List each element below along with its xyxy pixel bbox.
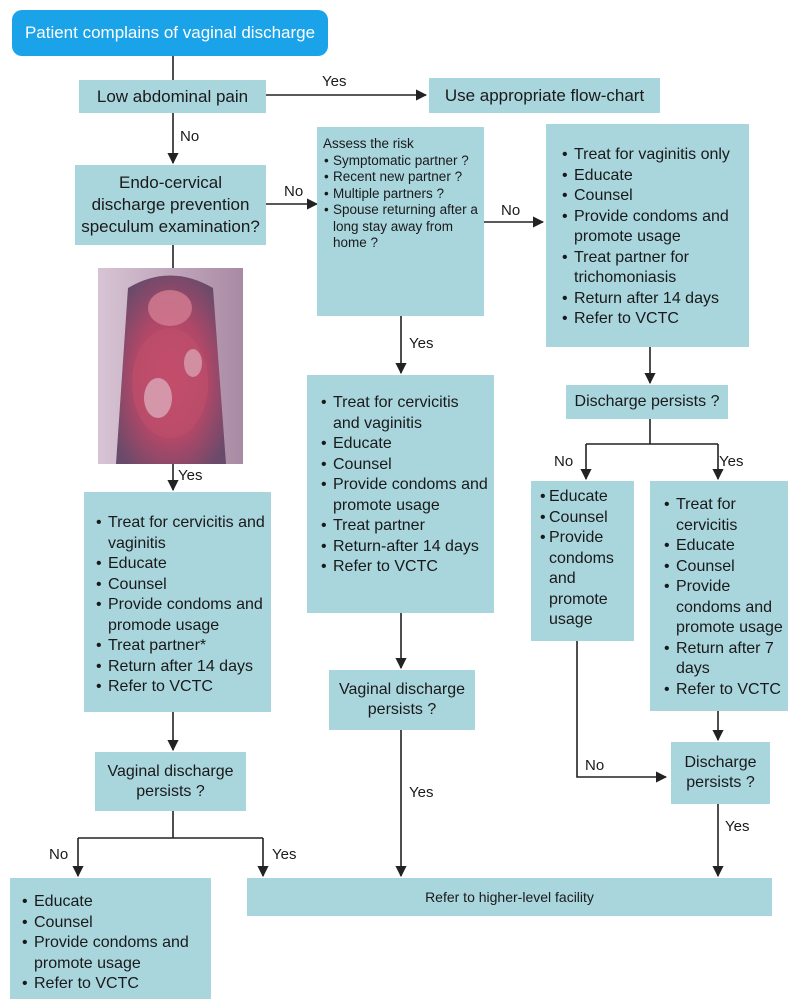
left-treatment-box: Treat for cervicitis and vaginitis Educa… bbox=[84, 492, 271, 712]
list-item: Counsel bbox=[558, 186, 741, 207]
middle-persists-box: Vaginal discharge persists ? bbox=[329, 670, 475, 730]
list-item: Refer to VCTC bbox=[660, 680, 784, 701]
assess-title: Assess the risk bbox=[323, 136, 478, 153]
label-yes: Yes bbox=[322, 73, 346, 91]
list-item: Counsel bbox=[18, 913, 207, 934]
start-box: Patient complains of vaginal discharge bbox=[12, 10, 328, 56]
right-yes-box: Treat for cervicitis Educate Counsel Pro… bbox=[650, 481, 788, 711]
label-yes: Yes bbox=[409, 784, 433, 802]
flowchart-box: Use appropriate flow-chart bbox=[429, 78, 660, 113]
list-item: Provide condoms and promote usage bbox=[660, 577, 784, 639]
list-item: Educate bbox=[660, 536, 784, 557]
list-item: Refer to VCTC bbox=[92, 677, 265, 698]
list-item: Multiple partners ? bbox=[323, 186, 478, 203]
list-item: Return after 7 days bbox=[660, 639, 784, 680]
list-item: Treat for cervicitis and vaginitis bbox=[317, 393, 488, 434]
endo-box: Endo-cervical discharge prevention specu… bbox=[75, 165, 266, 245]
label-yes: Yes bbox=[725, 818, 749, 836]
list-item: Educate bbox=[18, 892, 207, 913]
start-text: Patient complains of vaginal discharge bbox=[25, 23, 315, 43]
label-no: No bbox=[180, 128, 199, 146]
list-item: Counsel bbox=[317, 455, 488, 476]
label-yes: Yes bbox=[272, 846, 296, 864]
list-item: Educate bbox=[317, 434, 488, 455]
referral-box: Refer to higher-level facility bbox=[247, 878, 772, 916]
list-item: Refer to VCTC bbox=[317, 557, 488, 578]
list-item: Counsel bbox=[539, 508, 630, 529]
list-item: Counsel bbox=[92, 575, 265, 596]
left-persists-box: Vaginal discharge persists ? bbox=[95, 752, 246, 811]
list-item: Provide condoms and promode usage bbox=[92, 595, 265, 636]
bottom-left-box: Educate Counsel Provide condoms and prom… bbox=[10, 878, 211, 999]
list-item: Treat partner bbox=[317, 516, 488, 537]
label-no: No bbox=[554, 453, 573, 471]
vaginitis-box: Treat for vaginitis only Educate Counsel… bbox=[546, 124, 749, 347]
list-item: Spouse returning after a long stay away … bbox=[323, 202, 478, 252]
right-persists-top-box: Discharge persists ? bbox=[566, 385, 728, 419]
label-no: No bbox=[49, 846, 68, 864]
right-no-box: Educate Counsel Provide condoms and prom… bbox=[531, 481, 634, 641]
list-item: Provide condoms and promote usage bbox=[18, 933, 207, 974]
list-item: Refer to VCTC bbox=[558, 309, 741, 330]
list-item: Return after 14 days bbox=[92, 657, 265, 678]
list-item: Treat for cervicitis and vaginitis bbox=[92, 513, 265, 554]
list-item: Counsel bbox=[660, 557, 784, 578]
middle-treatment-box: Treat for cervicitis and vaginitis Educa… bbox=[307, 375, 494, 613]
speculum-exam-photo bbox=[98, 268, 243, 464]
list-item: Educate bbox=[92, 554, 265, 575]
label-no: No bbox=[501, 202, 520, 220]
list-item: Provide condoms and promote usage bbox=[317, 475, 488, 516]
label-no: No bbox=[284, 183, 303, 201]
list-item: Treat for vaginitis only bbox=[558, 145, 741, 166]
list-item: Return after 14 days bbox=[558, 289, 741, 310]
list-item: Treat partner* bbox=[92, 636, 265, 657]
list-item: Symptomatic partner ? bbox=[323, 153, 478, 170]
assess-risk-box: Assess the risk Symptomatic partner ? Re… bbox=[317, 127, 484, 316]
list-item: Provide condoms and promote usage bbox=[539, 528, 630, 631]
list-item: Provide condoms and promote usage bbox=[558, 207, 741, 248]
list-item: Educate bbox=[539, 487, 630, 508]
list-item: Treat partner for trichomoniasis bbox=[558, 248, 741, 289]
right-persists-bottom-box: Discharge persists ? bbox=[671, 742, 770, 804]
list-item: Treat for cervicitis bbox=[660, 495, 784, 536]
list-item: Refer to VCTC bbox=[18, 974, 207, 995]
list-item: Return-after 14 days bbox=[317, 537, 488, 558]
label-yes: Yes bbox=[409, 335, 433, 353]
pain-box: Low abdominal pain bbox=[79, 80, 266, 113]
label-yes: Yes bbox=[719, 453, 743, 471]
list-item: Educate bbox=[558, 166, 741, 187]
label-yes: Yes bbox=[178, 467, 202, 485]
label-no: No bbox=[585, 757, 604, 775]
list-item: Recent new partner ? bbox=[323, 169, 478, 186]
